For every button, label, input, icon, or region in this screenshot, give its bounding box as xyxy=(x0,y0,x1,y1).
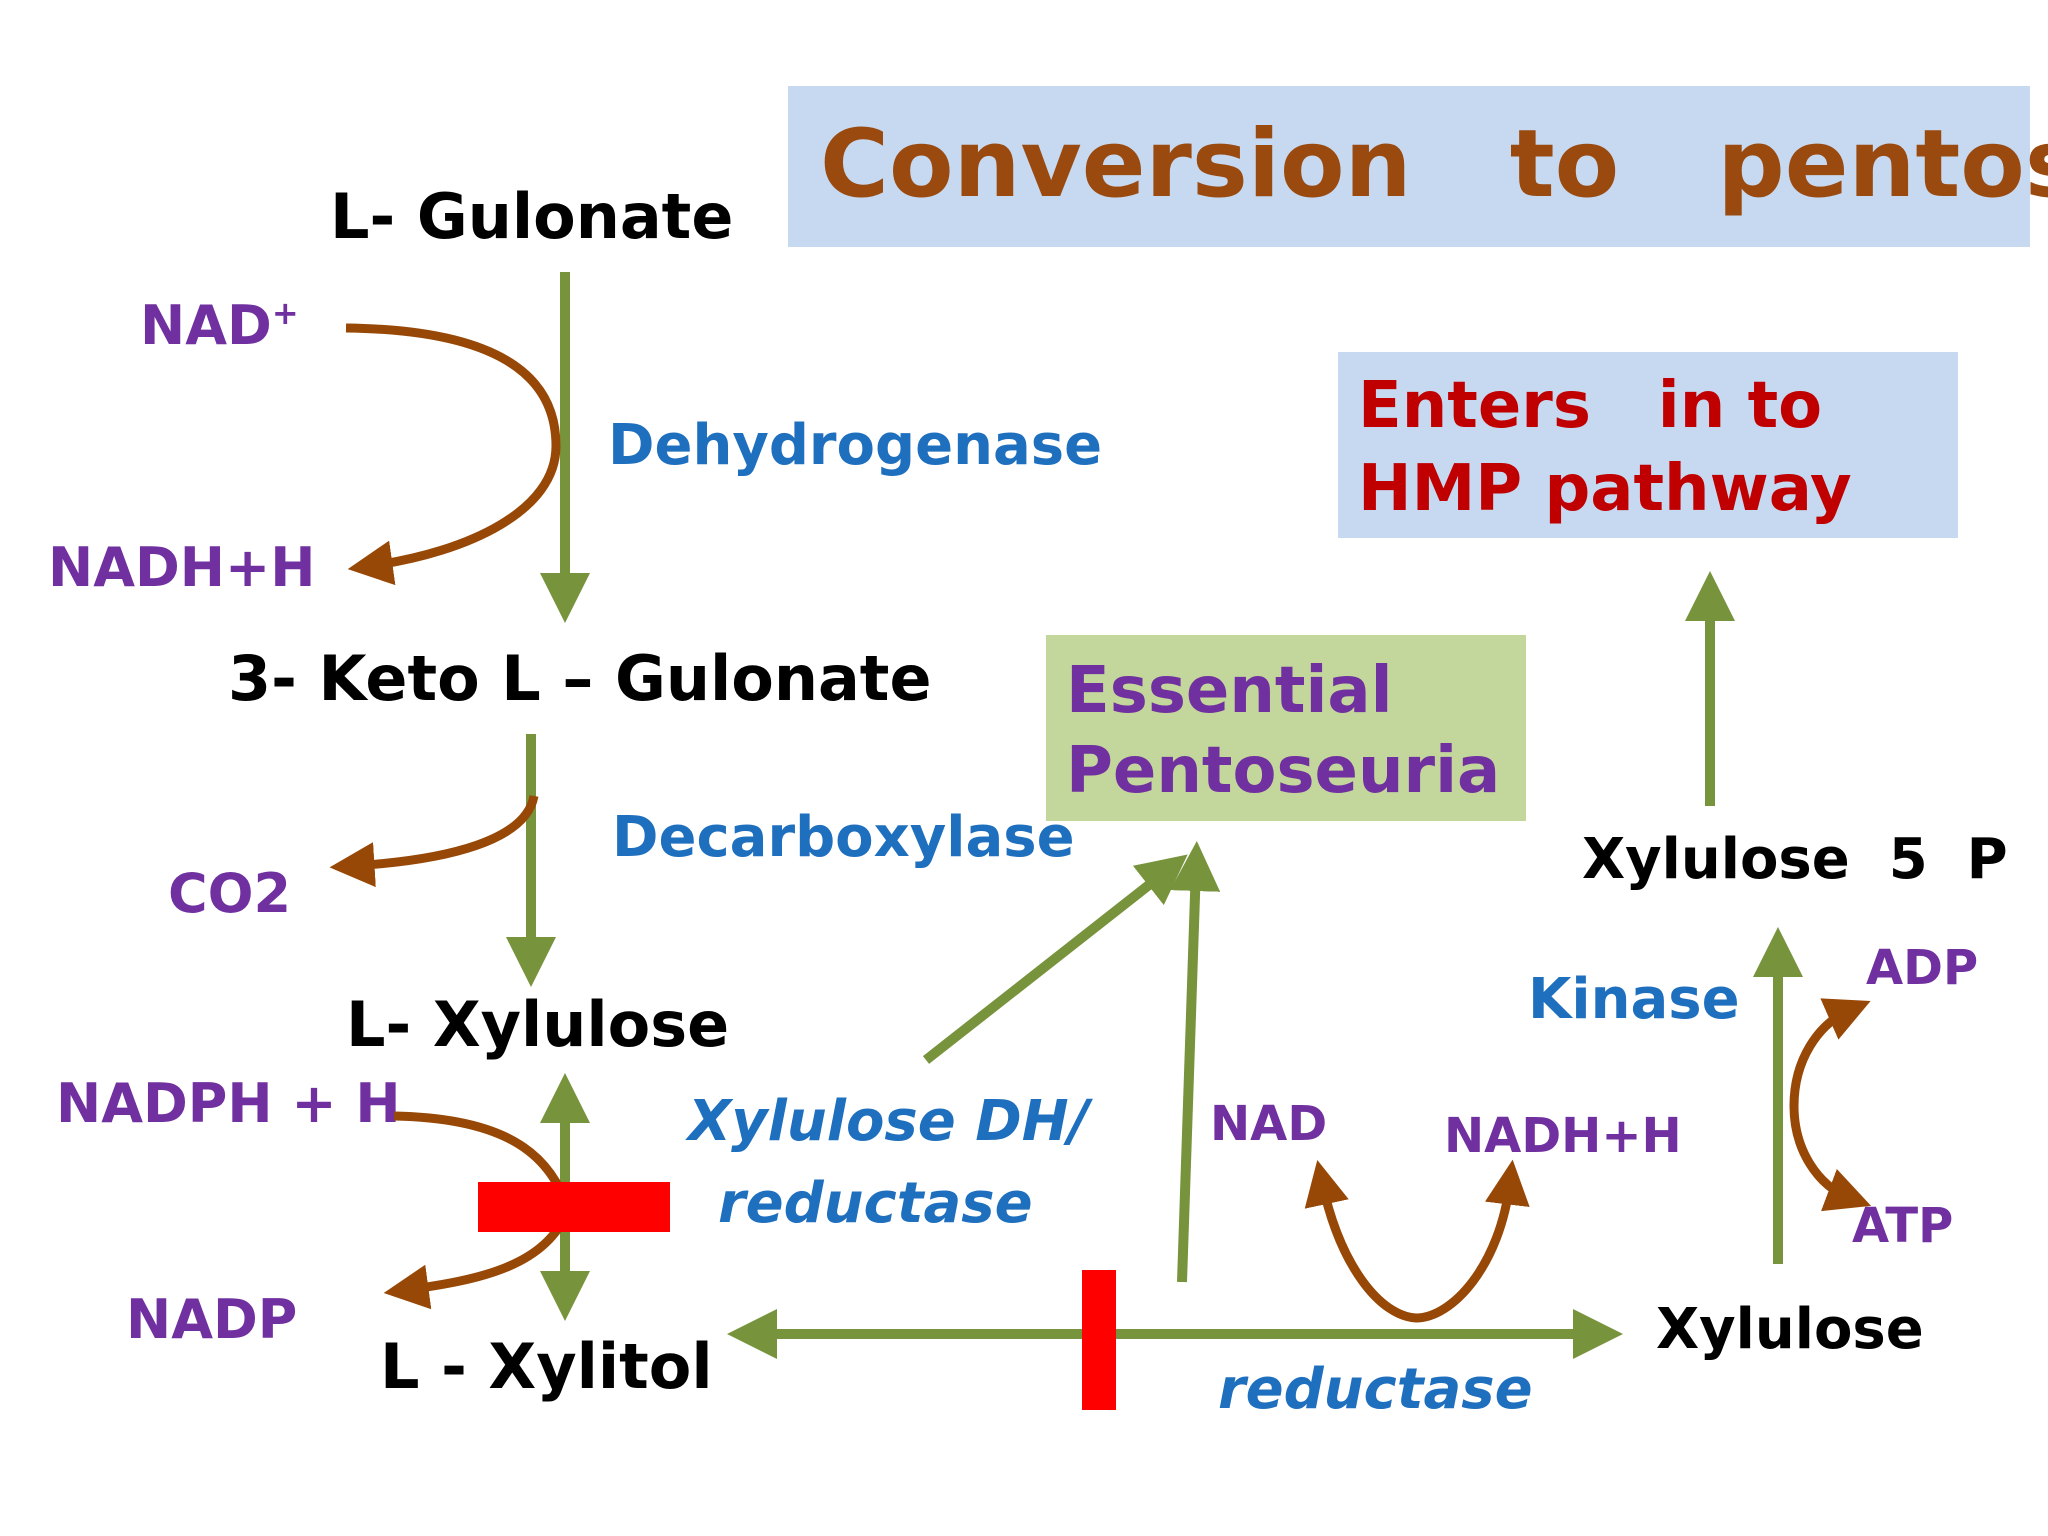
cofactor-nadph-h: NADPH + H xyxy=(56,1072,401,1135)
cofactor-atp: ATP xyxy=(1852,1198,1953,1254)
title-box: Conversion to pentose xyxy=(788,86,2048,247)
block-bar-xylitol-dehydrogenase xyxy=(1082,1270,1116,1410)
arrow-atp-to-adp xyxy=(1789,998,1872,1212)
cofactor-co2: CO2 xyxy=(168,862,291,925)
cofactor-nad-plus: NAD+ xyxy=(140,294,299,357)
compound-l-xylitol: L - Xylitol xyxy=(380,1330,713,1403)
enzyme-reductase: reductase xyxy=(1218,1357,1533,1422)
compound-3-keto-l-gulonate: 3- Keto L – Gulonate xyxy=(228,642,932,715)
page-title: Conversion to pentose xyxy=(820,110,2048,219)
compound-l-xylulose: L- Xylulose xyxy=(346,988,729,1061)
compound-xylulose-5-p: Xylulose 5 P xyxy=(1582,827,2008,892)
arrow-nad-to-nadh xyxy=(345,323,561,586)
hmp-box-background xyxy=(1338,352,1958,538)
cofactor-nad-plus-label: NAD xyxy=(140,294,272,357)
enzyme-xylulose-dh-line-1: Xylulose DH/ xyxy=(685,1089,1094,1154)
hmp-box-line-2: HMP pathway xyxy=(1358,452,1852,526)
enzyme-dehydrogenase: Dehydrogenase xyxy=(608,413,1102,478)
enzyme-kinase: Kinase xyxy=(1528,967,1740,1032)
arrow-to-essential-pentosuria-right xyxy=(1170,841,1221,1283)
cofactor-adp: ADP xyxy=(1866,940,1978,996)
cofactor-nadp: NADP xyxy=(126,1288,297,1351)
enzyme-decarboxylase: Decarboxylase xyxy=(612,805,1075,870)
essential-box-background xyxy=(1046,635,1526,821)
arrow-nad-to-nadh-reductase xyxy=(1304,1159,1530,1323)
essential-box-line-2: Pentoseuria xyxy=(1066,734,1500,808)
cofactor-nad-plus-superscript: + xyxy=(272,294,299,332)
cofactor-nadh-h-bottom: NADH+H xyxy=(1444,1108,1682,1164)
arrow-co2-release xyxy=(329,794,539,888)
essential-box-line-1: Essential xyxy=(1066,654,1393,728)
cofactor-nadh-h-top: NADH+H xyxy=(48,536,315,599)
hmp-box-line-1: Enters in to xyxy=(1358,369,1822,443)
title-box-background xyxy=(788,86,2030,247)
enzyme-xylulose-dh-line-2: reductase xyxy=(718,1171,1033,1236)
compound-xylulose: Xylulose xyxy=(1656,1297,1924,1362)
hmp-box: Enters in to HMP pathway xyxy=(1338,352,1958,538)
cofactor-nad: NAD xyxy=(1210,1096,1327,1152)
essential-pentosuria-box: Essential Pentoseuria xyxy=(1046,635,1526,821)
block-bar-l-xylulose-reductase xyxy=(478,1182,670,1232)
compound-l-gulonate: L- Gulonate xyxy=(330,180,733,253)
arrow-to-essential-pentosuria-left xyxy=(922,854,1188,1064)
